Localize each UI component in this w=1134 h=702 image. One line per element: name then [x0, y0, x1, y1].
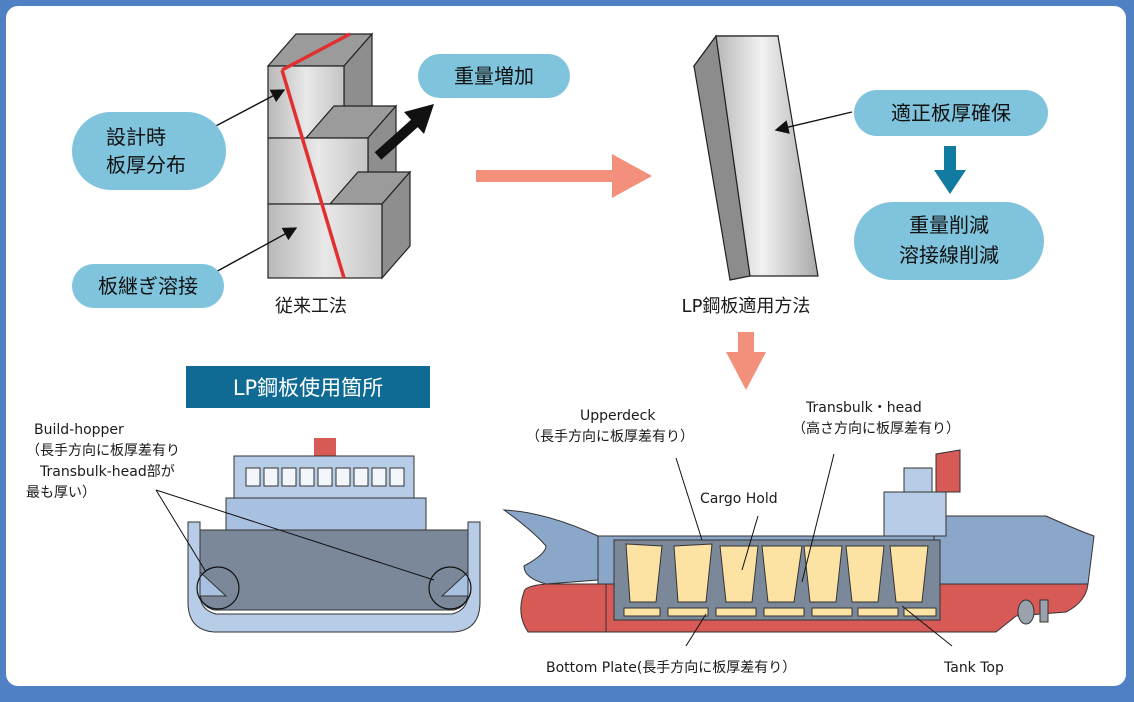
weight-increase-arrow [374, 104, 434, 160]
callout-butt-welding [211, 227, 298, 275]
bubble-design-thickness: 設計時 板厚分布 [72, 112, 226, 190]
ship-profile [502, 449, 1095, 647]
upperdeck-label-line1: Upperdeck [580, 408, 656, 424]
cross-section [155, 438, 481, 633]
tank-top-segments [623, 607, 937, 617]
hopper-circle-right [428, 566, 472, 610]
cross-label-line2: （長手方向に板厚差有り [26, 443, 180, 459]
cross-label-line4: 最も厚い） [26, 485, 96, 501]
conventional-stepped-block [266, 32, 412, 280]
upperdeck-label-line2: （長手方向に板厚差有り） [526, 429, 694, 445]
transition-arrow [476, 154, 652, 198]
cargo-holds [625, 543, 929, 603]
down-arrow-salmon [726, 332, 766, 390]
section-title: LP鋼板使用箇所 [233, 376, 383, 400]
bubble-reduction-line2: 溶接線削減 [899, 243, 999, 267]
bubble-proper-thickness: 適正板厚確保 [854, 90, 1048, 136]
callout-proper-thickness [774, 111, 853, 134]
bridge-windows [245, 467, 405, 487]
diagram-frame: 重量増加 設計時 板厚分布 板継ぎ溶接 従来工法 適正板厚確保 重量削減 溶接線… [6, 6, 1126, 686]
section-title-banner: LP鋼板使用箇所 [186, 366, 430, 408]
transbulk-label-line1: Transbulk・head [805, 400, 922, 416]
cross-label-line1: Build-hopper [34, 422, 124, 438]
down-arrow-blue [934, 146, 966, 194]
cross-label-line3: Transbulk-head部が [39, 464, 175, 480]
bubble-design-thickness-line2: 板厚分布 [106, 153, 186, 177]
hopper-circle-left [196, 566, 240, 610]
bubble-weight-increase: 重量増加 [418, 54, 570, 98]
bubble-butt-welding-text: 板継ぎ溶接 [98, 274, 198, 298]
transbulk-label-line2: （高さ方向に板厚差有り） [792, 420, 960, 437]
caption-lp-method: LP鋼板適用方法 [682, 296, 811, 317]
bubble-weight-increase-text: 重量増加 [454, 64, 534, 88]
bubble-proper-thickness-text: 適正板厚確保 [891, 101, 1011, 125]
lp-wedge-plate [692, 34, 819, 281]
bubble-reduction-line1: 重量削減 [909, 213, 989, 237]
bubble-butt-welding: 板継ぎ溶接 [72, 264, 224, 308]
bubble-design-thickness-line1: 設計時 [106, 125, 166, 149]
callout-design-thickness [211, 89, 286, 129]
cargo-hold-label: Cargo Hold [700, 491, 778, 507]
diagram-canvas: 重量増加 設計時 板厚分布 板継ぎ溶接 従来工法 適正板厚確保 重量削減 溶接線… [26, 32, 1095, 676]
bottom-plate-label: Bottom Plate(長手方向に板厚差有り） [546, 660, 796, 676]
bubble-reduction: 重量削減 溶接線削減 [854, 202, 1044, 280]
caption-conventional: 従来工法 [275, 296, 347, 317]
tank-top-label: Tank Top [943, 660, 1004, 676]
